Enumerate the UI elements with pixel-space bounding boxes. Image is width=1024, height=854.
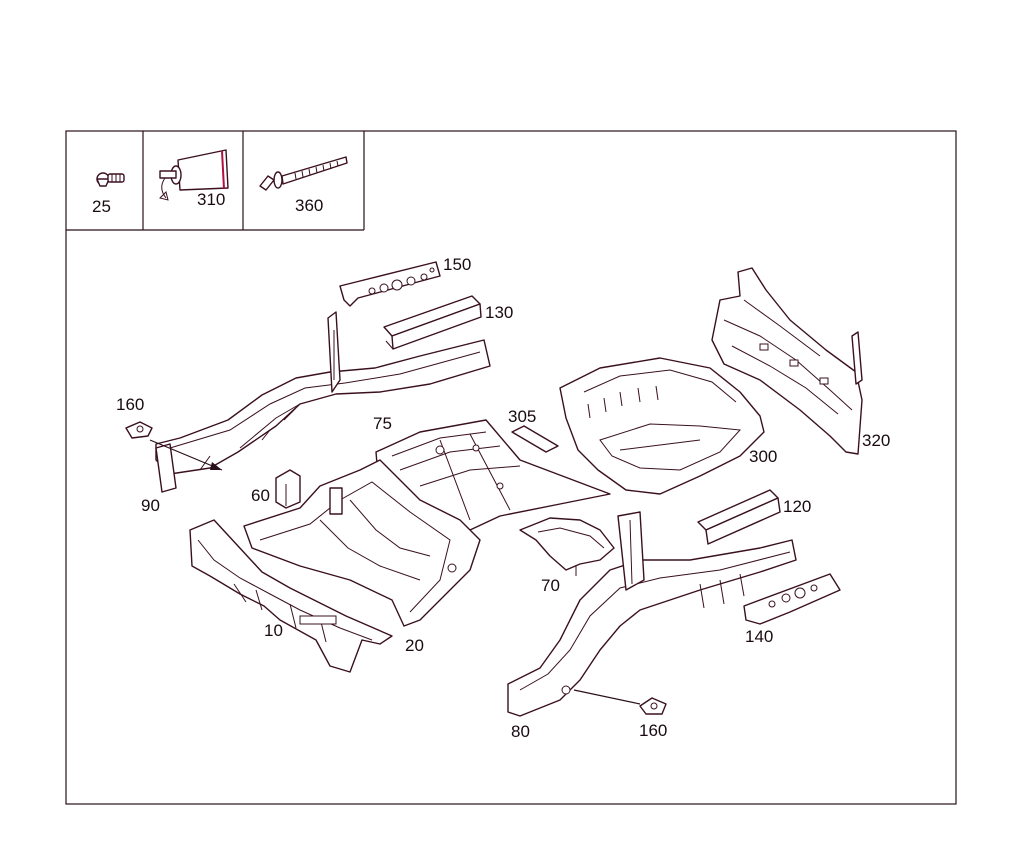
part-label-130: 130 xyxy=(485,303,513,322)
channel-130[interactable] xyxy=(383,295,482,350)
part-label-310: 310 xyxy=(197,190,225,209)
part-label-75: 75 xyxy=(373,414,392,433)
part-label-150: 150 xyxy=(443,255,471,274)
part-label-60: 60 xyxy=(251,486,270,505)
bracket-140[interactable] xyxy=(743,573,841,625)
rear-side-rail-right[interactable] xyxy=(507,511,797,717)
leader-line-160-right xyxy=(573,689,641,705)
part-label-90: 90 xyxy=(141,496,160,515)
bolt-icon[interactable] xyxy=(96,172,125,187)
part-label-300: 300 xyxy=(749,447,777,466)
rear-panel-320[interactable] xyxy=(711,267,863,455)
clip-160-right[interactable] xyxy=(639,697,667,715)
plate-305[interactable] xyxy=(511,425,559,453)
part-label-10: 10 xyxy=(264,621,283,640)
part-label-70: 70 xyxy=(541,576,560,595)
part-label-20: 20 xyxy=(405,636,424,655)
channel-120[interactable] xyxy=(697,489,781,545)
rivet-bolt-icon[interactable] xyxy=(259,156,348,191)
rear-side-rail-left[interactable] xyxy=(155,311,491,493)
floor-tunnel-20[interactable] xyxy=(243,459,481,627)
bracket-70[interactable] xyxy=(519,517,615,576)
part-label-80: 80 xyxy=(511,722,530,741)
part-label-305: 305 xyxy=(508,407,536,426)
part-label-160-left: 160 xyxy=(116,395,144,414)
part-label-120: 120 xyxy=(783,497,811,516)
part-label-25: 25 xyxy=(92,197,111,216)
part-label-160-right: 160 xyxy=(639,721,667,740)
bracket-150[interactable] xyxy=(339,261,441,307)
cross-member-10[interactable] xyxy=(189,519,393,673)
part-label-140: 140 xyxy=(745,627,773,646)
arrowhead-icon xyxy=(210,462,222,470)
part-label-360: 360 xyxy=(295,196,323,215)
spare-wheel-well-300[interactable] xyxy=(559,357,765,495)
diagram-frame xyxy=(65,130,957,805)
leader-arrow-160-left xyxy=(149,439,223,471)
part-label-320: 320 xyxy=(862,431,890,450)
fastener-header xyxy=(66,131,365,231)
clip-160-left[interactable] xyxy=(125,421,153,439)
bracket-60[interactable] xyxy=(275,469,301,509)
sealant-tube-icon[interactable] xyxy=(159,149,229,201)
